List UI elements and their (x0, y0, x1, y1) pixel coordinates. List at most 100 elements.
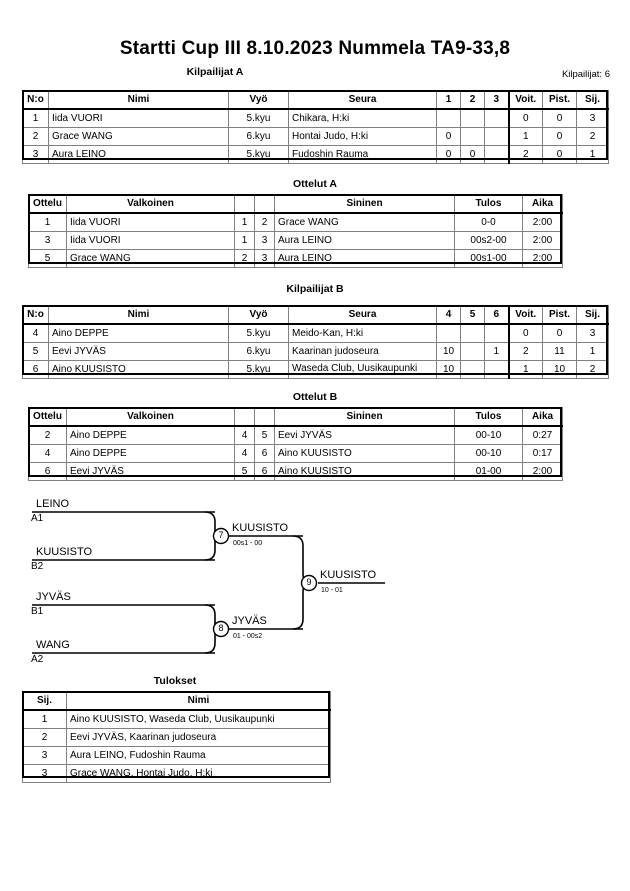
cell-match-1: 0 (436, 127, 461, 146)
col-points: Pist. (542, 305, 577, 325)
cell-points: 0 (542, 108, 577, 128)
cell-match-no: 1 (28, 212, 67, 232)
table-header-row: N:o Nimi Vyö Seura 4 5 6 Voit. Pist. Sij… (22, 305, 609, 325)
cell-no: 1 (22, 108, 49, 128)
cell-white: Eevi JYVÄS (66, 462, 235, 481)
col-match-1: 1 (436, 90, 461, 110)
bracket-node-number-9: 9 (306, 577, 312, 587)
bracket-node-number-7: 7 (218, 530, 224, 540)
cell-rank: 1 (576, 342, 609, 361)
cell-blue-no: 6 (254, 444, 275, 463)
cell-rank: 1 (576, 145, 609, 164)
cell-white-no: 5 (234, 462, 255, 481)
bracket-node-score-7: 00s1 - 00 (233, 540, 263, 547)
cell-club: Meido-Kan, H:ki (288, 323, 437, 343)
table-row: 4 Aino DEPPE 5.kyu Meido-Kan, H:ki 0 0 3 (22, 323, 609, 343)
col-name: Nimi (48, 90, 229, 110)
cell-match-no: 5 (28, 249, 67, 268)
cell-white: Grace WANG (66, 249, 235, 268)
cell-result: 00-10 (454, 444, 523, 463)
cell-match-1 (436, 108, 461, 128)
table-row: 5 Eevi JYVÄS 6.kyu Kaarinan judoseura 10… (22, 342, 609, 361)
bracket-node-score-8: 01 - 00s2 (233, 633, 263, 640)
page-title: Startti Cup III 8.10.2023 Nummela TA9-33… (119, 38, 511, 59)
col-blue-no (254, 194, 275, 214)
cell-belt: 6.kyu (228, 127, 289, 146)
cell-match-3 (484, 145, 509, 164)
cell-belt: 5.kyu (228, 360, 289, 379)
cell-no: 5 (22, 342, 49, 361)
cell-match-2: 0 (460, 145, 485, 164)
col-rank: Sij. (576, 90, 609, 110)
cell-blue-no: 2 (254, 212, 275, 232)
col-white-no (234, 194, 255, 214)
cell-wins: 2 (507, 342, 543, 361)
cell-blue: Eevi JYVÄS (274, 425, 455, 445)
bracket-entry-seed-4: A2 (31, 654, 44, 665)
table-row: 1 Iida VUORI 1 2 Grace WANG 0-0 2:00 (28, 212, 563, 232)
col-result: Tulos (454, 407, 523, 427)
cell-white-no: 4 (234, 444, 255, 463)
col-club: Seura (288, 305, 437, 325)
cell-blue-no: 6 (254, 462, 275, 481)
competitors-table-a: N:o Nimi Vyö Seura 1 2 3 Voit. Pist. Sij… (22, 90, 609, 164)
cell-result: 01-00 (454, 462, 523, 481)
table-row: 3 Aura LEINO, Fudoshin Rauma (22, 746, 331, 765)
cell-time: 2:00 (522, 249, 563, 268)
cell-white: Iida VUORI (66, 231, 235, 250)
cell-name: Eevi JYVÄS, Kaarinan judoseura (66, 728, 331, 747)
cell-name: Aino DEPPE (48, 323, 229, 343)
cell-match-5 (460, 360, 485, 379)
col-match-6: 6 (484, 305, 509, 325)
table-row: 2 Grace WANG 6.kyu Hontai Judo, H:ki 0 1… (22, 127, 609, 146)
cell-white-no: 2 (234, 249, 255, 268)
cell-result: 0-0 (454, 212, 523, 232)
cell-blue: Aura LEINO (274, 231, 455, 250)
table-row: 1 Aino KUUSISTO, Waseda Club, Uusikaupun… (22, 709, 331, 729)
cell-blue-no: 3 (254, 249, 275, 268)
col-wins: Voit. (507, 305, 543, 325)
col-white: Valkoinen (66, 407, 235, 427)
cell-result: 00s2-00 (454, 231, 523, 250)
col-blue: Sininen (274, 194, 455, 214)
col-white: Valkoinen (66, 194, 235, 214)
cell-white-no: 1 (234, 212, 255, 232)
col-match-5: 5 (460, 305, 485, 325)
col-blue-no (254, 407, 275, 427)
cell-no: 4 (22, 323, 49, 343)
cell-name: Aura LEINO, Fudoshin Rauma (66, 746, 331, 765)
bracket-entry-name-4: WANG (36, 639, 70, 651)
cell-blue: Aino KUUSISTO (274, 444, 455, 463)
table-header-row: N:o Nimi Vyö Seura 1 2 3 Voit. Pist. Sij… (22, 90, 609, 110)
bracket-entry-name-2: KUUSISTO (36, 546, 93, 558)
cell-match-5 (460, 323, 485, 343)
col-points: Pist. (542, 90, 577, 110)
cell-wins: 0 (507, 323, 543, 343)
cell-match-4: 10 (436, 360, 461, 379)
competitors-table-b: N:o Nimi Vyö Seura 4 5 6 Voit. Pist. Sij… (22, 305, 609, 379)
table-row: 4 Aino DEPPE 4 6 Aino KUUSISTO 00-10 0:1… (28, 444, 563, 463)
col-name: Nimi (48, 305, 229, 325)
cell-match-no: 2 (28, 425, 67, 445)
table-row: 3 Iida VUORI 1 3 Aura LEINO 00s2-00 2:00 (28, 231, 563, 250)
table-row: 3 Aura LEINO 5.kyu Fudoshin Rauma 0 0 2 … (22, 145, 609, 164)
col-no: N:o (22, 305, 49, 325)
cell-name: Grace WANG, Hontai Judo, H:ki (66, 764, 331, 783)
bracket-node-score-9: 10 - 01 (321, 587, 343, 594)
cell-belt: 5.kyu (228, 145, 289, 164)
cell-belt: 5.kyu (228, 108, 289, 128)
cell-blue-no: 3 (254, 231, 275, 250)
cell-match-2 (460, 108, 485, 128)
caption-ottelut-b: Ottelut B (292, 391, 338, 403)
cell-name: Aino KUUSISTO, Waseda Club, Uusikaupunki (66, 709, 331, 729)
caption-tulokset: Tulokset (153, 675, 197, 687)
cell-result: 00-10 (454, 425, 523, 445)
bracket-entry-name-1: LEINO (36, 498, 70, 510)
bracket-node-number-8: 8 (218, 623, 224, 633)
table-row: 1 Iida VUORI 5.kyu Chikara, H:ki 0 0 3 (22, 108, 609, 128)
table-header-row: Ottelu Valkoinen Sininen Tulos Aika (28, 194, 563, 214)
cell-match-no: 6 (28, 462, 67, 481)
cell-points: 10 (542, 360, 577, 379)
cell-club: Kaarinan judoseura (288, 342, 437, 361)
table-row: 5 Grace WANG 2 3 Aura LEINO 00s1-00 2:00 (28, 249, 563, 268)
